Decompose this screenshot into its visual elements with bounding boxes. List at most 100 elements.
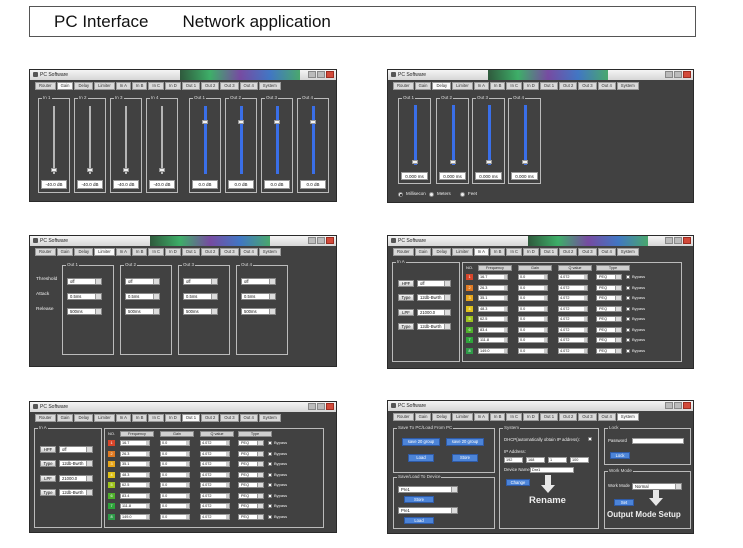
ip-field[interactable]: 100: [570, 457, 589, 463]
tab-delay[interactable]: Delay: [432, 82, 452, 90]
eq-filter-button[interactable]: Type: [398, 323, 414, 330]
tab-out-1[interactable]: Out 1: [181, 414, 201, 422]
eq-type-select[interactable]: PEQ: [238, 440, 264, 446]
eq-type-select[interactable]: PEQ: [238, 513, 264, 520]
tab-out-1[interactable]: Out 1: [539, 248, 559, 256]
eq-frequency-field[interactable]: 83.4: [478, 326, 508, 333]
tab-out-1[interactable]: Out 1: [181, 248, 201, 256]
tab-out-3[interactable]: Out 3: [578, 248, 597, 256]
eq-filter-select[interactable]: 12db-Bwrth: [59, 489, 93, 496]
tab-out-4[interactable]: Out 4: [239, 414, 258, 422]
fader-knob[interactable]: [202, 120, 208, 124]
tab-delay[interactable]: Delay: [74, 414, 94, 422]
close-icon[interactable]: [683, 71, 691, 78]
tab-system[interactable]: System: [258, 82, 281, 90]
tab-limiter[interactable]: Limiter: [94, 82, 115, 90]
ip-field[interactable]: 1: [548, 457, 567, 463]
eq-gain-field[interactable]: 0.0: [518, 295, 548, 301]
tab-in-c[interactable]: In C: [148, 82, 165, 90]
delay-value[interactable]: 0.000 ms: [475, 172, 502, 180]
tab-in-a[interactable]: In A: [115, 248, 131, 256]
ip-field[interactable]: 192: [504, 457, 523, 463]
limiter-select[interactable]: off: [241, 278, 276, 285]
eq-type-select[interactable]: PEQ: [238, 450, 264, 457]
eq-filter-button[interactable]: LPF: [398, 309, 414, 316]
unit-radio[interactable]: [429, 192, 434, 197]
close-icon[interactable]: [326, 403, 334, 410]
tab-in-a[interactable]: In A: [473, 248, 489, 256]
eq-frequency-field[interactable]: 16.7: [120, 440, 150, 446]
fader-knob[interactable]: [159, 168, 165, 172]
tab-out-4[interactable]: Out 4: [239, 248, 258, 256]
change-button[interactable]: Change: [506, 479, 530, 486]
load-button[interactable]: Load: [408, 454, 434, 462]
maximize-icon[interactable]: [317, 403, 325, 410]
eq-q-field[interactable]: 4.072: [200, 450, 230, 457]
gain-fader[interactable]: [46, 106, 62, 174]
tab-gain[interactable]: Gain: [414, 413, 432, 421]
unit-radio[interactable]: [398, 192, 403, 197]
tab-in-a[interactable]: In A: [473, 82, 489, 90]
eq-frequency-field[interactable]: 48.3: [120, 471, 150, 478]
tab-out-2[interactable]: Out 2: [559, 413, 578, 421]
tab-system[interactable]: System: [616, 248, 639, 256]
tab-out-2[interactable]: Out 2: [201, 248, 220, 256]
eq-bypass-checkbox[interactable]: [268, 462, 272, 466]
gain-fader[interactable]: [154, 106, 170, 174]
eq-filter-button[interactable]: HPF: [40, 446, 56, 453]
store-device-button[interactable]: Store: [404, 496, 434, 503]
eq-gain-field[interactable]: 0.0: [160, 503, 190, 509]
fader-knob[interactable]: [51, 168, 57, 172]
tab-gain[interactable]: Gain: [56, 248, 74, 256]
fader-knob[interactable]: [123, 168, 129, 172]
maximize-icon[interactable]: [674, 71, 682, 78]
minimize-icon[interactable]: [665, 402, 673, 409]
eq-type-select[interactable]: PEQ: [596, 284, 622, 291]
limiter-select[interactable]: 500ms: [125, 308, 160, 315]
password-field[interactable]: [632, 438, 684, 444]
gain-fader[interactable]: [233, 106, 249, 174]
eq-frequency-field[interactable]: 26.3: [478, 284, 508, 291]
tab-system[interactable]: System: [616, 413, 639, 421]
fader-knob[interactable]: [310, 120, 316, 124]
eq-q-field[interactable]: 4.072: [558, 326, 588, 333]
eq-type-select[interactable]: PEQ: [238, 461, 264, 467]
close-icon[interactable]: [326, 237, 334, 244]
gain-value[interactable]: -40.0 dB: [41, 180, 67, 189]
eq-frequency-field[interactable]: 16.7: [478, 274, 508, 280]
limiter-select[interactable]: 500ms: [241, 308, 276, 315]
tab-in-a[interactable]: In A: [115, 82, 131, 90]
maximize-icon[interactable]: [674, 237, 682, 244]
eq-q-field[interactable]: 4.072: [558, 316, 588, 322]
eq-filter-select[interactable]: 21000.0: [59, 475, 93, 482]
tab-out-4[interactable]: Out 4: [597, 248, 616, 256]
eq-gain-field[interactable]: 0.0: [160, 440, 190, 446]
eq-bypass-checkbox[interactable]: [626, 317, 630, 321]
minimize-icon[interactable]: [308, 403, 316, 410]
tab-out-3[interactable]: Out 3: [220, 82, 239, 90]
tab-limiter[interactable]: Limiter: [452, 248, 473, 256]
tab-in-c[interactable]: In C: [148, 248, 165, 256]
gain-value[interactable]: 0.0 dB: [228, 180, 254, 189]
gain-fader[interactable]: [305, 106, 321, 174]
eq-gain-field[interactable]: 0.0: [160, 492, 190, 499]
tab-in-c[interactable]: In C: [506, 413, 523, 421]
tab-out-2[interactable]: Out 2: [559, 82, 578, 90]
gain-fader[interactable]: [82, 106, 98, 174]
tab-in-b[interactable]: In B: [131, 82, 148, 90]
tab-delay[interactable]: Delay: [74, 82, 94, 90]
eq-q-field[interactable]: 4.072: [200, 440, 230, 446]
tab-gain[interactable]: Gain: [414, 248, 432, 256]
tab-in-c[interactable]: In C: [506, 82, 523, 90]
eq-gain-field[interactable]: 0.0: [160, 461, 190, 467]
save-group-button[interactable]: save 20 group: [402, 438, 440, 446]
eq-gain-field[interactable]: 0.0: [518, 326, 548, 333]
eq-bypass-checkbox[interactable]: [268, 493, 272, 498]
limiter-select[interactable]: off: [183, 278, 218, 285]
tab-gain[interactable]: Gain: [56, 414, 74, 422]
tab-in-d[interactable]: In D: [523, 248, 539, 256]
limiter-select[interactable]: 500ms: [183, 308, 218, 315]
tab-router[interactable]: Router: [393, 82, 414, 90]
tab-in-b[interactable]: In B: [489, 413, 506, 421]
eq-q-field[interactable]: 4.072: [200, 492, 230, 499]
